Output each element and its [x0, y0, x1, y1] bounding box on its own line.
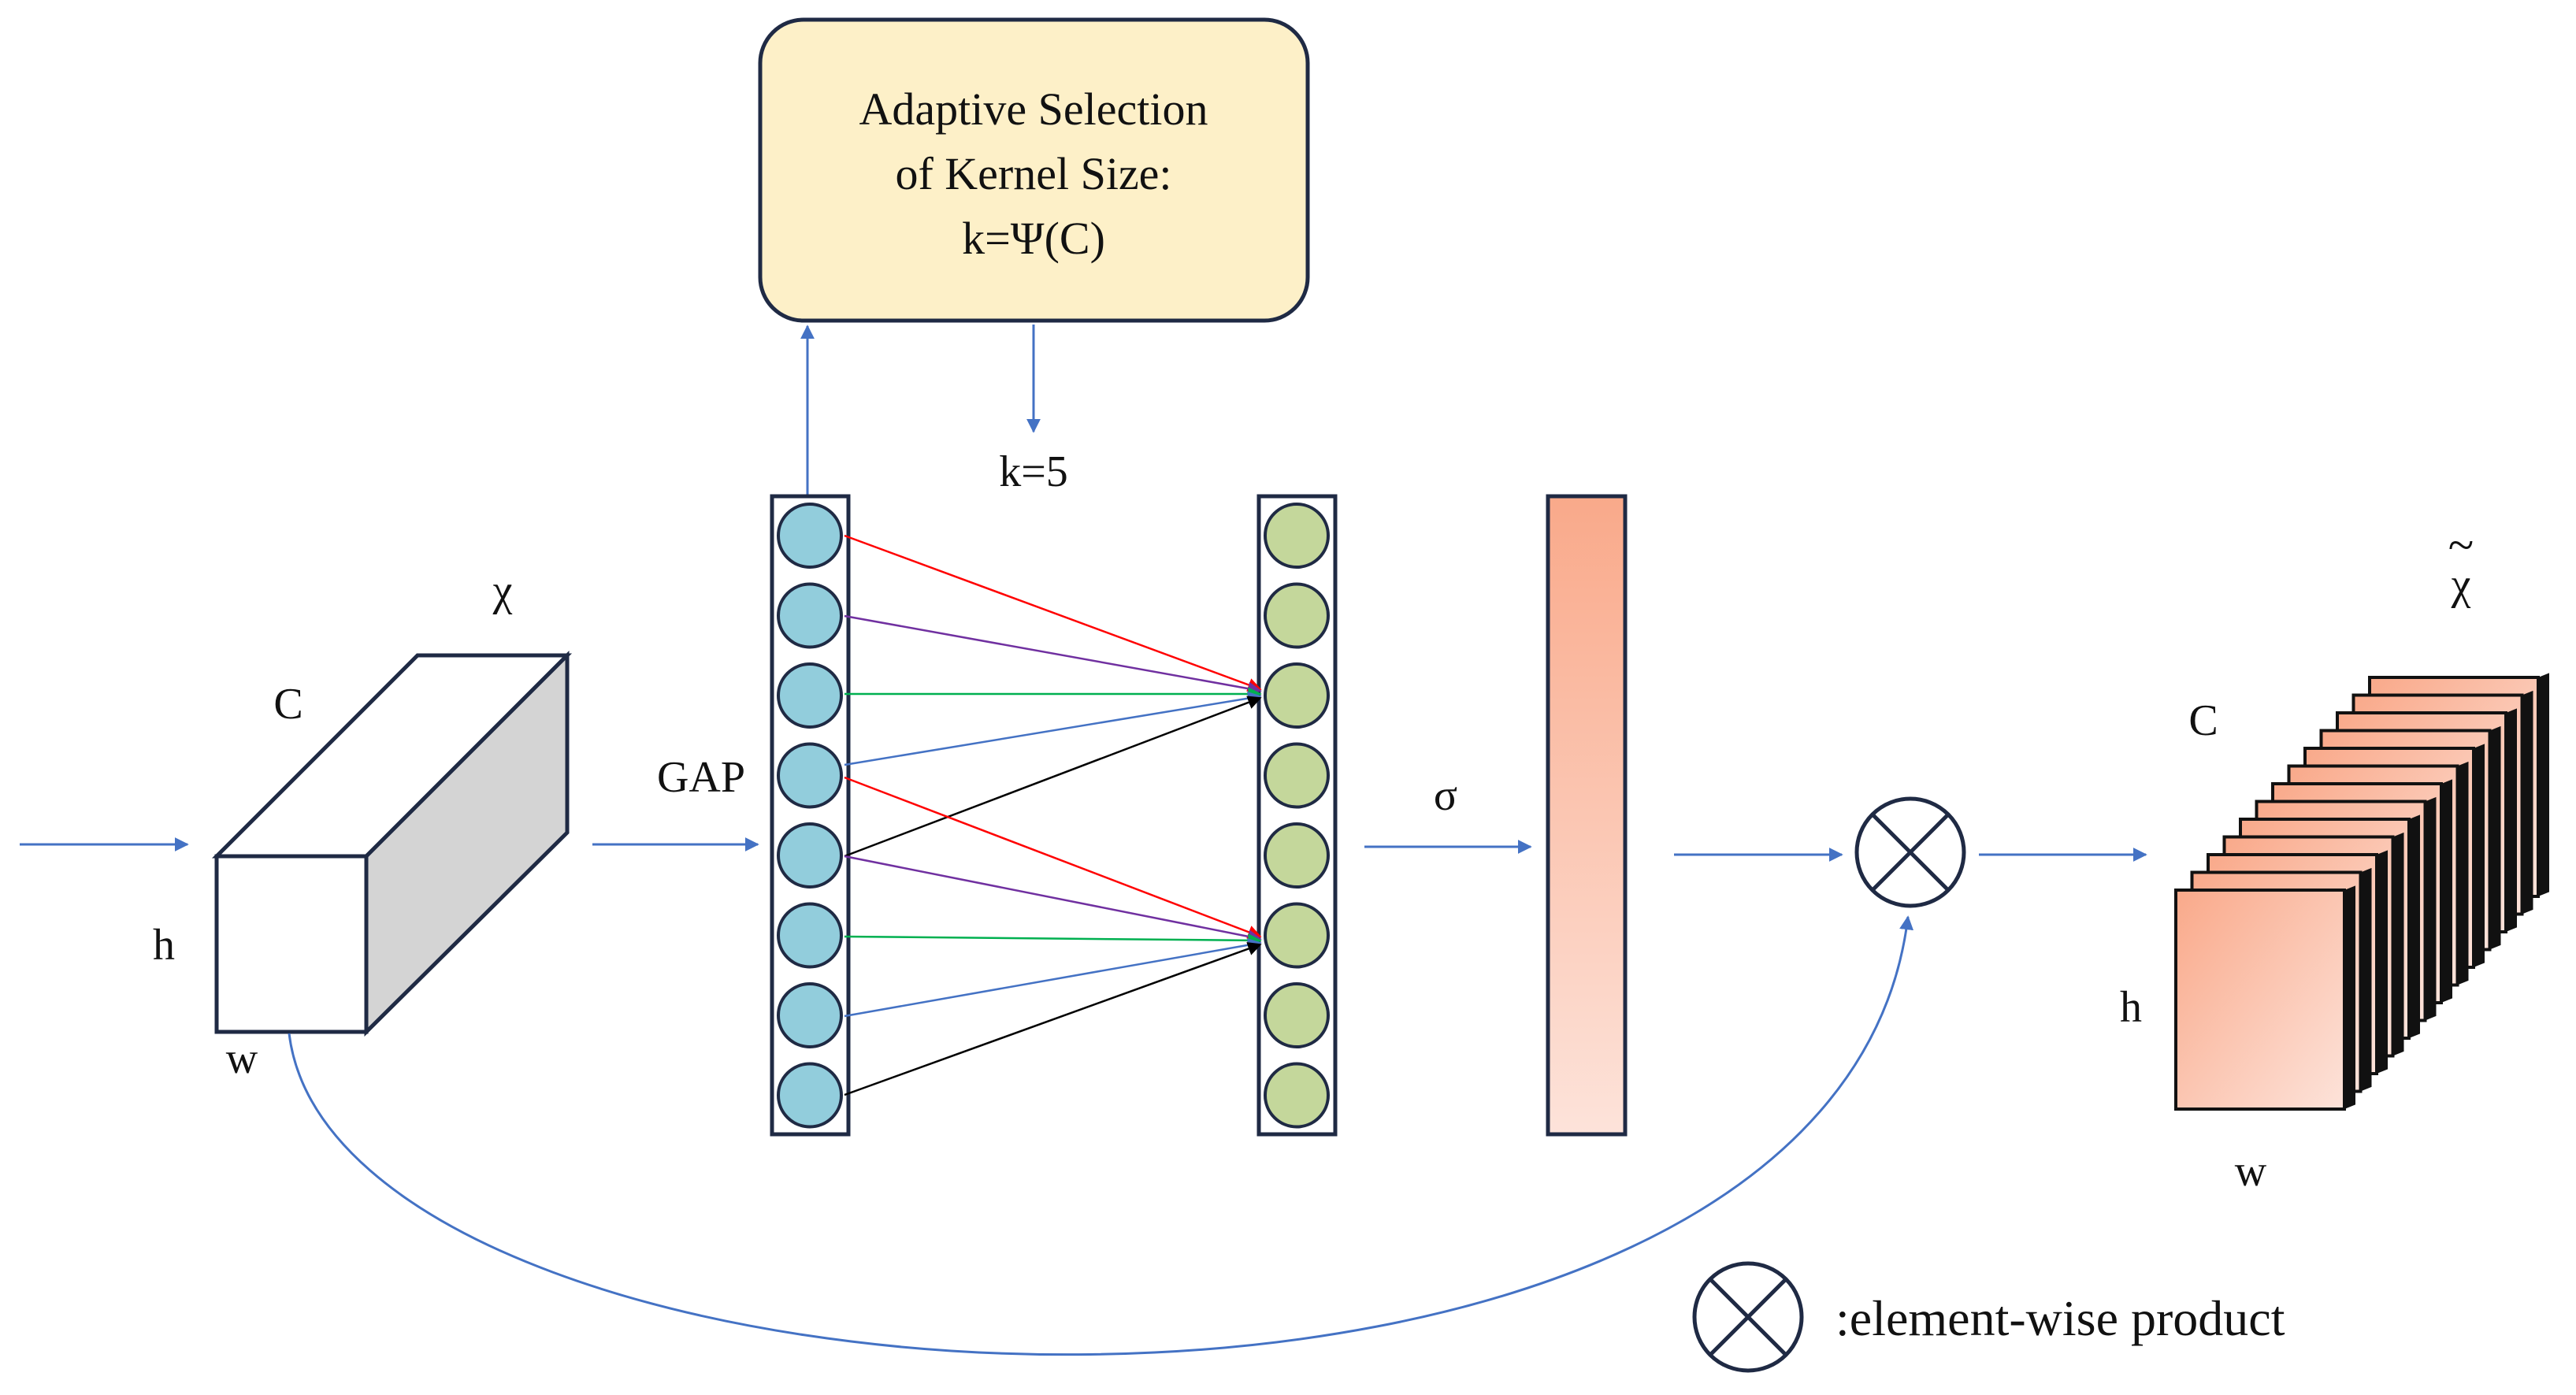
element-wise-product-icon: [1854, 796, 1966, 908]
conv-node: [1264, 902, 1330, 969]
sigma-label: σ: [1434, 771, 1457, 820]
connection-line: [844, 534, 1262, 692]
conv1d-connections: [844, 534, 1262, 1096]
connection-line: [844, 776, 1262, 939]
conv-node: [1264, 582, 1330, 649]
output-slice-side: [2457, 761, 2469, 985]
selection-box-line3: k=Ψ(C): [962, 213, 1105, 264]
legend-text: :element-wise product: [1835, 1290, 2285, 1346]
gap-node: [777, 503, 843, 569]
conv-node: [1264, 982, 1330, 1048]
output-slice-side: [2489, 725, 2501, 950]
conv-node: [1264, 662, 1330, 729]
gap-label: GAP: [657, 753, 745, 802]
legend: :element-wise product: [1692, 1261, 2285, 1373]
connection-line: [844, 942, 1262, 1096]
k-value-label: k=5: [999, 447, 1068, 496]
conv-node: [1264, 822, 1330, 889]
connection-line: [844, 691, 1262, 766]
output-chi-label: χ: [2451, 560, 2471, 609]
output-slice-side: [2474, 744, 2485, 967]
input-c-label: C: [273, 680, 303, 729]
channel-attention-weights: [1546, 494, 1628, 1137]
connection-line: [844, 614, 1262, 696]
input-chi-label: χ: [492, 566, 513, 615]
output-slice-side: [2360, 867, 2372, 1092]
output-slice-side: [2506, 708, 2517, 932]
gap-node: [777, 822, 843, 889]
conv1d-output-vector: [1256, 494, 1338, 1137]
output-slice-side: [2409, 814, 2420, 1038]
output-h-label: h: [2120, 983, 2142, 1032]
output-w-label: w: [2235, 1147, 2267, 1196]
skip-connection-arrow: [288, 915, 1913, 1356]
output-tilde-label: ~: [2448, 519, 2474, 571]
output-slice-side: [2377, 850, 2388, 1074]
connection-line: [844, 933, 1262, 948]
output-slice-side: [2425, 796, 2437, 1021]
output-slice-side: [2522, 690, 2533, 915]
output-slice-side: [2538, 673, 2549, 896]
conv-node: [1264, 503, 1330, 569]
gap-node: [777, 742, 843, 809]
gap-node: [777, 582, 843, 649]
gap-node: [777, 982, 843, 1048]
gap-node: [777, 902, 843, 969]
input-h-label: h: [153, 921, 175, 970]
gap-node: [777, 662, 843, 729]
kernel-size-selection-box: Adaptive Selection of Kernel Size: k=Ψ(C…: [758, 17, 1310, 323]
output-c-label: C: [2188, 696, 2218, 745]
gap-node: [777, 1062, 843, 1129]
input-w-label: w: [226, 1034, 258, 1083]
gap-vector: [770, 494, 851, 1137]
selection-box-line1: Adaptive Selection: [859, 83, 1208, 135]
connection-line: [844, 855, 1262, 944]
output-slice-side: [2441, 779, 2452, 1003]
connection-line: [844, 696, 1262, 858]
output-slice-side: [2392, 832, 2404, 1056]
conv-node: [1264, 742, 1330, 809]
conv-node: [1264, 1062, 1330, 1129]
selection-box-line2: of Kernel Size:: [895, 148, 1171, 199]
input-feature-cube: [211, 650, 573, 1037]
output-slice-side: [2344, 885, 2355, 1109]
legend-product-icon: [1692, 1261, 1804, 1373]
connection-line: [844, 938, 1262, 1018]
output-slice: [2174, 889, 2346, 1111]
output-feature-stack: [2174, 673, 2549, 1111]
